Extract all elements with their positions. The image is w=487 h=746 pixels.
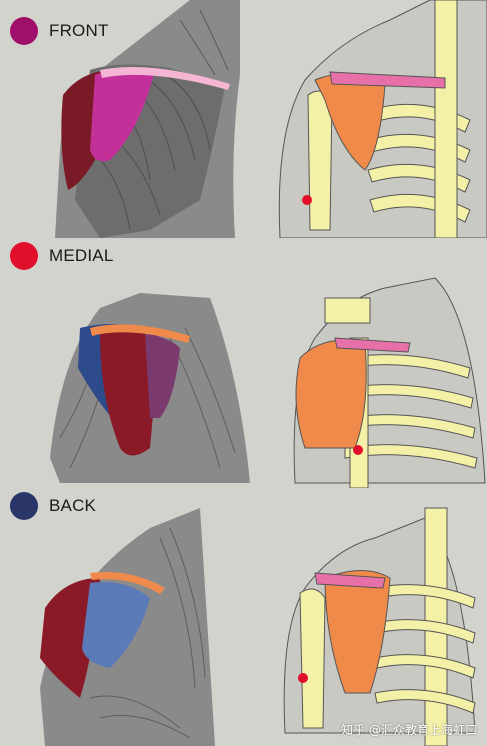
front-label: FRONT xyxy=(10,17,109,45)
back-muscle-illustration xyxy=(40,508,215,746)
watermark: 知乎 @汇众教育上海虹口 xyxy=(341,723,477,737)
front-panel: FRONT xyxy=(0,0,487,238)
back-color-dot xyxy=(10,492,38,520)
back-panel: BACK xyxy=(0,488,487,746)
back-label: BACK xyxy=(10,492,96,520)
front-color-dot xyxy=(10,17,38,45)
front-label-text: FRONT xyxy=(49,21,109,40)
medial-color-dot xyxy=(10,242,38,270)
medial-skeleton-illustration xyxy=(293,277,486,488)
medial-muscle-illustration xyxy=(50,293,250,483)
medial-label-text: MEDIAL xyxy=(49,246,114,265)
back-label-text: BACK xyxy=(49,496,97,515)
front-skeleton-illustration xyxy=(278,0,487,238)
medial-label: MEDIAL xyxy=(10,242,114,270)
front-muscle-illustration xyxy=(55,0,240,238)
medial-panel: MEDIAL xyxy=(0,238,487,488)
back-skeleton-illustration xyxy=(283,507,476,746)
